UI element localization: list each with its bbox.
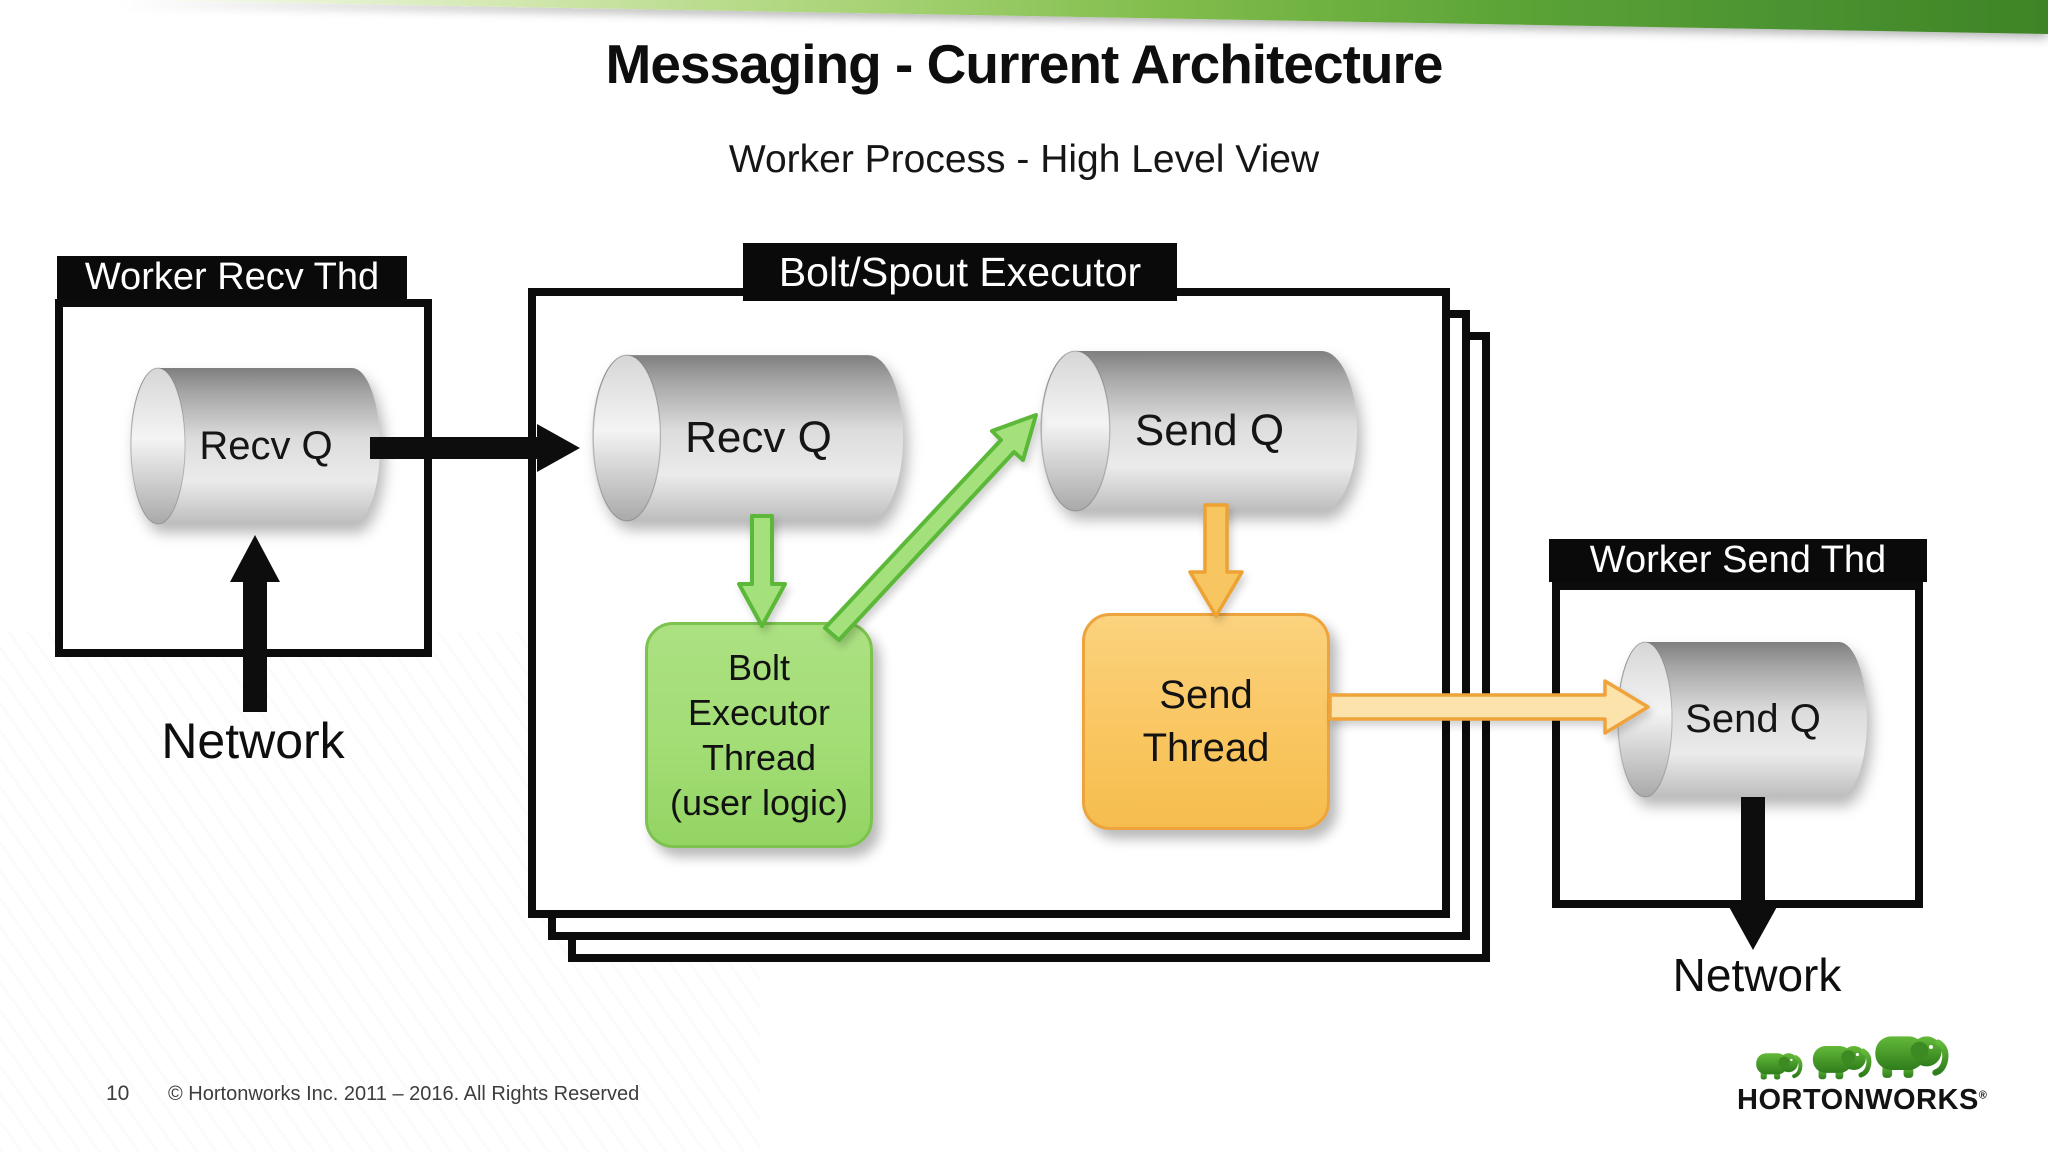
- hortonworks-wordmark: HORTONWORKS®: [1737, 1084, 1987, 1117]
- wordmark-text: HORTONWORKS: [1737, 1084, 1979, 1116]
- page-number: 10: [106, 1082, 130, 1105]
- copyright-text: © Hortonworks Inc. 2011 – 2016. All Righ…: [168, 1083, 640, 1105]
- bolt-thread-line: Executor: [687, 692, 831, 733]
- recv-queue-cylinder-executor: Recv Q: [592, 354, 903, 522]
- send-thread-line: Thread: [1142, 725, 1270, 770]
- network-label-right: Network: [1672, 949, 1842, 1001]
- bolt-thread-line: Thread: [701, 737, 817, 778]
- bolt-executor-thread-box: Bolt Executor Thread (user logic): [645, 622, 873, 848]
- send-queue-label-executor: Send Q: [1134, 406, 1285, 455]
- cylinder-icon: [130, 367, 380, 525]
- executor-header-label: Bolt/Spout Executor: [778, 248, 1142, 295]
- send-thread-box: Send Thread: [1082, 613, 1330, 830]
- recv-queue-cylinder-left: Recv Q: [130, 367, 380, 525]
- send-thread-line: Send: [1159, 672, 1253, 717]
- hortonworks-logo: HORTONWORKS®: [1737, 1018, 1987, 1128]
- worker-recv-header-bar: Worker Recv Thd: [57, 256, 407, 299]
- registered-mark: ®: [1978, 1089, 1988, 1102]
- executor-header-bar: Bolt/Spout Executor: [743, 243, 1177, 301]
- recv-queue-label-executor: Recv Q: [685, 413, 832, 462]
- network-label-left: Network: [161, 713, 345, 769]
- send-queue-cylinder-right: Send Q: [1617, 641, 1867, 798]
- bolt-thread-line: Bolt: [727, 647, 791, 688]
- worker-send-header-label: Worker Send Thd: [1589, 539, 1887, 581]
- cylinder-icon: [1040, 350, 1357, 512]
- send-queue-label-right: Send Q: [1685, 697, 1821, 741]
- recv-queue-label-left: Recv Q: [199, 423, 333, 468]
- bolt-thread-line: (user logic): [669, 782, 849, 823]
- green-swoosh-decoration: [118, 0, 2048, 34]
- elephants-icon: [1756, 1036, 1949, 1080]
- page-title: Messaging - Current Architecture: [605, 33, 1444, 95]
- worker-send-header-bar: Worker Send Thd: [1549, 539, 1927, 582]
- page-subtitle: Worker Process - High Level View: [728, 138, 1320, 181]
- send-queue-cylinder-executor: Send Q: [1040, 350, 1357, 512]
- worker-recv-header-label: Worker Recv Thd: [84, 256, 380, 298]
